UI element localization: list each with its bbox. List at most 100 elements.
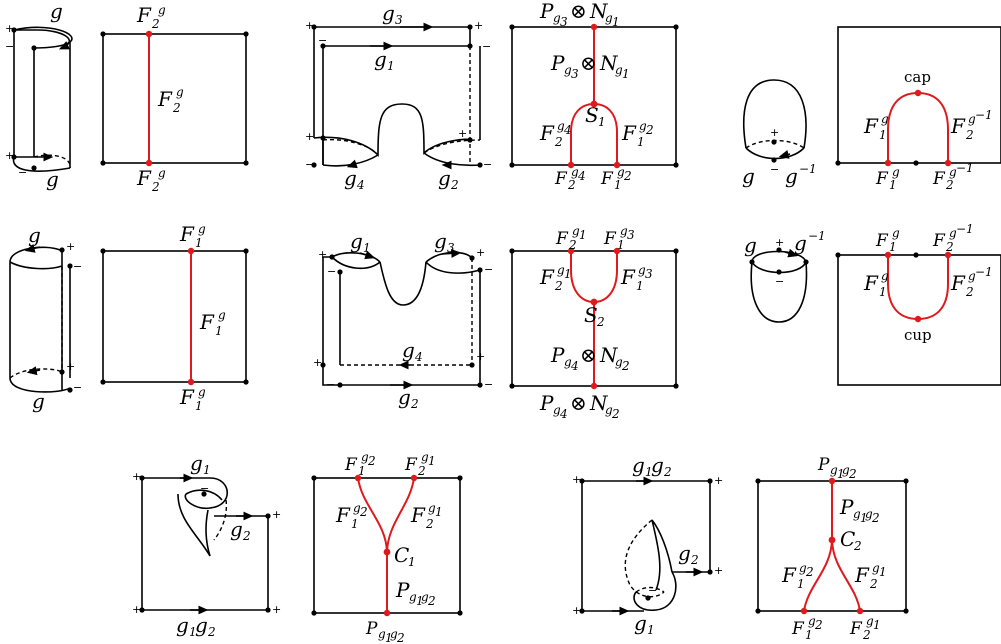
svg-text:−: −: [775, 275, 784, 288]
svg-text:2: 2: [805, 565, 814, 579]
square-C1: F 1 g 2 F 2 g 1 F 1 g 2 F 2 g 1 C 1 P g …: [311, 450, 463, 644]
svg-text:1: 1: [612, 15, 620, 29]
svg-text:1: 1: [435, 505, 443, 519]
svg-text:−: −: [318, 34, 327, 47]
svg-text:2: 2: [848, 467, 857, 481]
svg-text:+: +: [714, 474, 723, 487]
svg-text:g: g: [866, 614, 874, 628]
svg-text:2: 2: [645, 123, 654, 137]
svg-text:+: +: [66, 360, 75, 373]
svg-text:g: g: [830, 463, 838, 477]
svg-text:g: g: [572, 224, 580, 238]
svg-text:2: 2: [450, 178, 459, 192]
svg-text:4: 4: [577, 169, 586, 183]
svg-text:1: 1: [385, 631, 393, 644]
svg-text:1: 1: [579, 228, 587, 242]
svg-text:g: g: [190, 451, 203, 475]
svg-text:−: −: [327, 265, 336, 278]
svg-text:1: 1: [358, 464, 366, 478]
svg-text:F: F: [791, 619, 805, 639]
svg-text:g: g: [968, 269, 976, 283]
svg-text:g: g: [421, 450, 429, 464]
svg-text:2: 2: [596, 315, 605, 329]
svg-text:g: g: [678, 541, 691, 565]
svg-text:2: 2: [814, 618, 823, 632]
svg-text:−1: −1: [956, 161, 974, 175]
pants-merge-surface: + − + − + − + − g 3 g 1 g 4 g 2: [305, 1, 492, 192]
svg-text:⊗: ⊗: [570, 391, 587, 415]
svg-text:4: 4: [414, 350, 423, 364]
svg-text:−: −: [18, 166, 27, 179]
svg-text:F: F: [854, 563, 870, 587]
svg-text:1: 1: [598, 115, 606, 129]
svg-text:−: −: [484, 263, 493, 276]
svg-text:g: g: [949, 165, 957, 179]
svg-text:F: F: [621, 121, 637, 145]
svg-text:P: P: [550, 343, 565, 367]
svg-text:g: g: [350, 229, 363, 253]
svg-text:1: 1: [645, 465, 653, 479]
svg-text:+: +: [5, 22, 14, 35]
sup-g: g: [158, 3, 166, 17]
svg-text:g: g: [557, 119, 565, 133]
svg-text:F: F: [344, 455, 358, 475]
svg-text:g: g: [842, 463, 850, 477]
svg-text:g: g: [344, 166, 357, 190]
svg-text:2: 2: [396, 631, 405, 644]
svg-text:1: 1: [879, 285, 887, 299]
svg-text:g: g: [195, 613, 208, 637]
svg-text:+: +: [272, 603, 281, 616]
svg-text:−: −: [483, 158, 492, 171]
svg-text:F: F: [875, 231, 889, 251]
svg-text:3: 3: [645, 267, 653, 281]
svg-text:3: 3: [560, 15, 568, 29]
svg-text:2: 2: [554, 135, 563, 149]
svg-text:g: g: [198, 385, 206, 399]
svg-text:g: g: [808, 614, 816, 628]
cylinder-surface-middle-left: + − + − g g: [9, 223, 82, 413]
svg-text:g: g: [176, 85, 184, 99]
svg-text:g: g: [615, 63, 623, 77]
svg-text:g: g: [32, 389, 45, 413]
svg-text:F: F: [603, 229, 617, 249]
svg-text:1: 1: [215, 324, 223, 338]
svg-text:F: F: [555, 229, 569, 249]
svg-text:g: g: [564, 355, 572, 369]
svg-text:−: −: [326, 378, 335, 391]
svg-text:g: g: [218, 308, 226, 322]
svg-text:1: 1: [636, 279, 644, 293]
svg-text:F: F: [410, 503, 426, 527]
svg-text:1: 1: [408, 555, 416, 569]
svg-text:+: +: [572, 473, 581, 486]
svg-text:P: P: [539, 0, 554, 23]
svg-text:2: 2: [554, 279, 563, 293]
svg-text:g: g: [892, 165, 900, 179]
svg-text:2: 2: [367, 454, 376, 468]
label-F-bottom: F: [136, 166, 152, 190]
svg-text:3: 3: [395, 13, 403, 27]
svg-text:cup: cup: [904, 326, 932, 344]
svg-text:−1: −1: [956, 222, 974, 236]
cusp-split-surface: + + + + − g 1 g 2 g 2 g 1: [572, 453, 723, 637]
sub-2: 2: [151, 17, 160, 31]
svg-text:g: g: [571, 165, 579, 179]
svg-text:4: 4: [570, 359, 579, 373]
svg-text:2: 2: [611, 407, 620, 421]
svg-text:P: P: [839, 495, 854, 519]
svg-text:F: F: [620, 265, 636, 289]
svg-text:g: g: [438, 166, 451, 190]
svg-text:2: 2: [151, 180, 160, 194]
svg-text:g: g: [553, 11, 561, 25]
label-F-mid: F: [157, 87, 173, 111]
svg-text:g: g: [421, 590, 429, 604]
svg-text:g: g: [744, 233, 757, 257]
svg-text:−: −: [770, 163, 779, 176]
svg-text:g: g: [605, 11, 613, 25]
svg-text:g: g: [617, 165, 625, 179]
svg-text:1: 1: [879, 128, 887, 142]
svg-text:g: g: [230, 517, 243, 541]
svg-text:g: g: [361, 450, 369, 464]
svg-text:F: F: [863, 271, 879, 295]
svg-text:g: g: [605, 403, 613, 417]
cap-surface: + − g g −1: [742, 79, 817, 188]
